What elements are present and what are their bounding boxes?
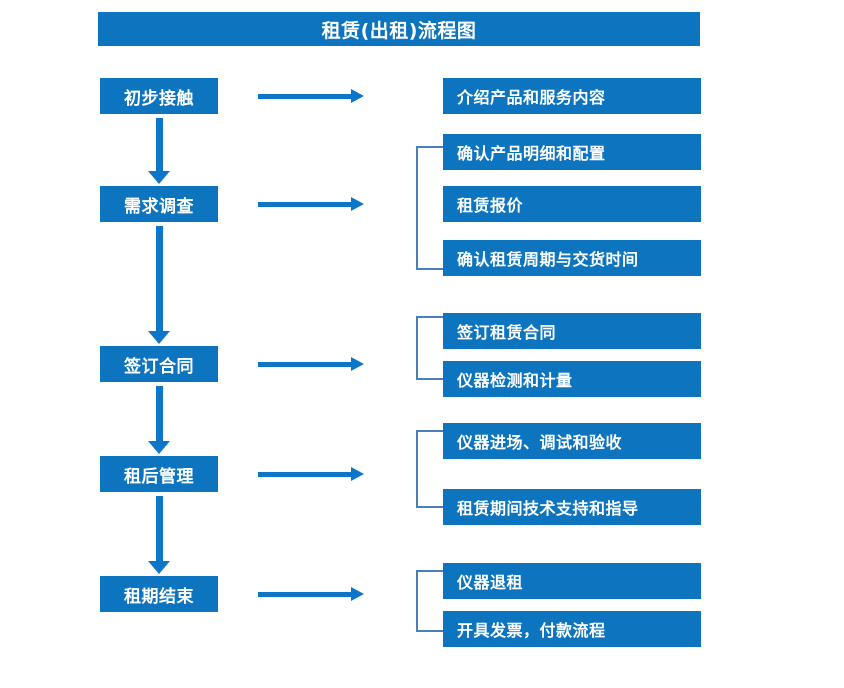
detail-box-8[interactable]: 租赁期间技术支持和指导 bbox=[443, 489, 701, 525]
bracket-group-3 bbox=[416, 316, 443, 380]
stage-box-5[interactable]: 租期结束 bbox=[100, 576, 218, 612]
detail-box-5[interactable]: 签订租赁合同 bbox=[443, 313, 701, 349]
horizontal-arrow-stage-2 bbox=[258, 197, 364, 211]
detail-box-9[interactable]: 仪器退租 bbox=[443, 563, 701, 599]
detail-box-3[interactable]: 租赁报价 bbox=[443, 186, 701, 222]
detail-box-1[interactable]: 介绍产品和服务内容 bbox=[443, 78, 701, 114]
detail-box-4[interactable]: 确认租赁周期与交货时间 bbox=[443, 240, 701, 276]
bracket-group-2 bbox=[416, 146, 443, 270]
vertical-arrow-3-to-4 bbox=[148, 386, 170, 454]
detail-box-7[interactable]: 仪器进场、调试和验收 bbox=[443, 423, 701, 459]
stage-box-4[interactable]: 租后管理 bbox=[100, 456, 218, 492]
stage-box-3[interactable]: 签订合同 bbox=[100, 346, 218, 382]
horizontal-arrow-stage-1 bbox=[258, 89, 364, 103]
detail-box-6[interactable]: 仪器检测和计量 bbox=[443, 361, 701, 397]
bracket-group-4 bbox=[416, 430, 443, 508]
stage-box-1[interactable]: 初步接触 bbox=[100, 78, 218, 114]
bracket-group-5 bbox=[416, 570, 443, 632]
vertical-arrow-2-to-3 bbox=[148, 226, 170, 344]
vertical-arrow-4-to-5 bbox=[148, 496, 170, 574]
diagram-title: 租赁(出租)流程图 bbox=[98, 12, 700, 46]
vertical-arrow-1-to-2 bbox=[148, 118, 170, 184]
detail-box-10[interactable]: 开具发票，付款流程 bbox=[443, 611, 701, 647]
horizontal-arrow-stage-3 bbox=[258, 357, 364, 371]
detail-box-2[interactable]: 确认产品明细和配置 bbox=[443, 134, 701, 170]
horizontal-arrow-stage-5 bbox=[258, 587, 364, 601]
horizontal-arrow-stage-4 bbox=[258, 467, 364, 481]
stage-box-2[interactable]: 需求调查 bbox=[100, 186, 218, 222]
